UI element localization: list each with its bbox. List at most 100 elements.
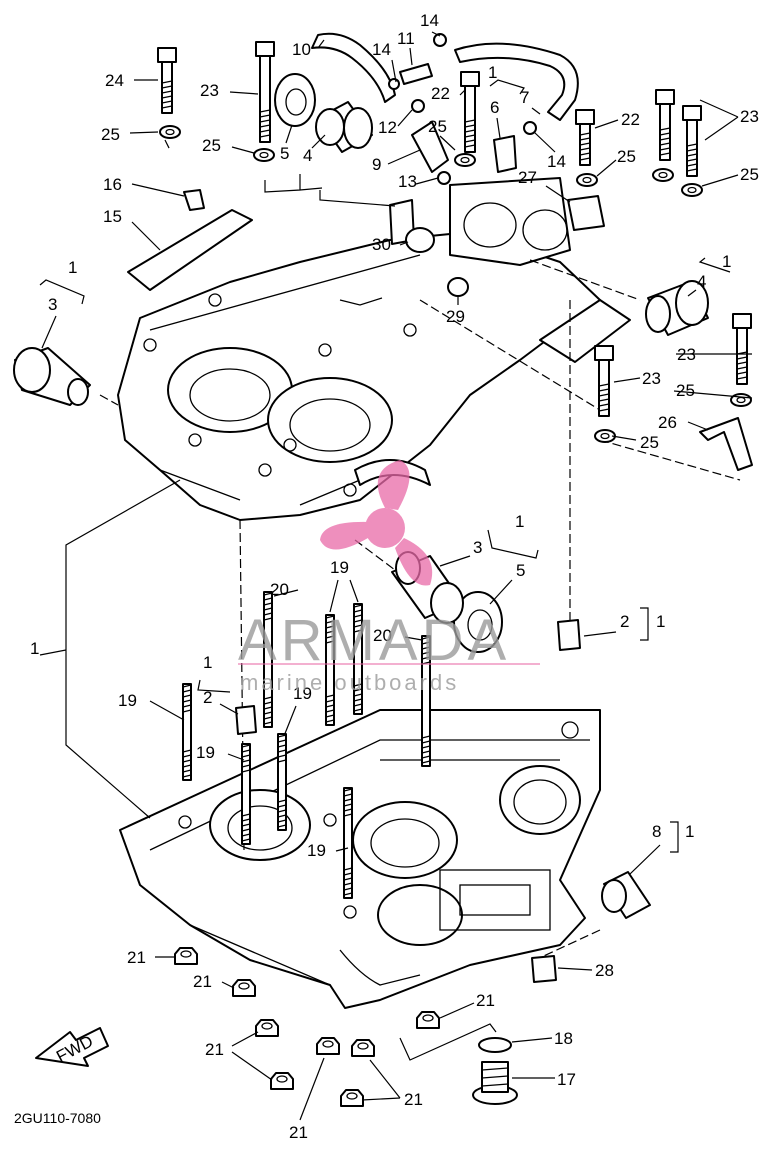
nut-21-a	[174, 947, 198, 965]
callout-3-29: 3	[48, 295, 57, 314]
callout-21-61: 21	[289, 1123, 308, 1142]
drawing-code: 2GU110-7080	[14, 1110, 101, 1126]
nut-21-f	[351, 1039, 375, 1057]
leader-line	[387, 149, 421, 165]
leader-line	[557, 967, 593, 971]
leader-line	[221, 981, 235, 989]
callout-4-30: 4	[697, 272, 706, 291]
part-17-drain-plug	[472, 1061, 518, 1105]
callout-23-33: 23	[642, 369, 661, 388]
fastener-hardware	[157, 41, 752, 1107]
callout-7-17: 7	[520, 88, 529, 107]
washer-25-b	[253, 148, 275, 162]
nut-21-g	[340, 1089, 364, 1107]
callout-14-9: 14	[420, 11, 439, 30]
bolt-23-mid	[594, 345, 614, 417]
callout-19-47: 19	[118, 691, 137, 710]
callout-18-59: 18	[554, 1029, 573, 1048]
callout-15-25: 15	[103, 207, 122, 226]
leader-line	[611, 435, 637, 441]
callout-10-6: 10	[292, 40, 311, 59]
bolt-23-top-right-a	[655, 89, 675, 161]
bolt-23-right	[732, 313, 752, 385]
part-14-ring-right	[523, 121, 537, 135]
callout-27-23: 27	[518, 168, 537, 187]
callout-28-54: 28	[595, 961, 614, 980]
callout-2-43: 2	[620, 612, 629, 631]
leader-line	[339, 297, 383, 306]
armada-propeller-logo	[320, 460, 433, 586]
leader-line	[39, 279, 85, 305]
leader-line	[439, 135, 456, 151]
leader-line	[629, 844, 661, 875]
callout-25-36: 25	[640, 433, 659, 452]
leader-line	[404, 636, 423, 641]
leader-line	[431, 31, 441, 37]
leader-line	[409, 47, 413, 66]
part-13-ring	[437, 171, 451, 185]
leader-line	[227, 753, 245, 761]
leader-line	[391, 59, 397, 83]
leader-line	[687, 289, 697, 297]
upper-crankcase	[117, 177, 631, 521]
stud-19-c	[277, 733, 287, 831]
callout-2-46: 2	[203, 688, 212, 707]
washer-25-e	[652, 168, 674, 182]
leader-line	[273, 589, 299, 597]
callout-3-38: 3	[473, 538, 482, 557]
stud-20-right	[421, 635, 431, 767]
nut-21-c	[255, 1019, 279, 1037]
callout-21-58: 21	[476, 991, 495, 1010]
fwd-arrow: FWD	[35, 1027, 109, 1067]
leader-line	[511, 1037, 553, 1043]
part-14-ring-left	[388, 78, 400, 90]
leader-line	[533, 131, 556, 153]
callout-1-16: 1	[488, 63, 497, 82]
washer-25-a	[159, 125, 181, 139]
callout-13-14: 13	[398, 172, 417, 191]
callout-30-26: 30	[372, 235, 391, 254]
callout-19-49: 19	[196, 743, 215, 762]
leader-line	[231, 1031, 273, 1081]
callout-21-55: 21	[127, 948, 146, 967]
part-28-cap	[531, 955, 557, 983]
callout-25-22: 25	[740, 165, 759, 184]
leader-line	[459, 89, 466, 96]
bolt-22-top	[460, 71, 480, 153]
callout-21-56: 21	[193, 972, 212, 991]
stud-19-a	[182, 683, 192, 781]
leader-line	[545, 185, 571, 203]
leader-line	[229, 91, 259, 95]
stud-20-left	[263, 591, 273, 728]
callout-23-21: 23	[740, 107, 759, 126]
leader-line	[583, 631, 617, 637]
part-18-washer	[478, 1037, 512, 1053]
leader-line	[361, 1059, 401, 1101]
callout-25-12: 25	[428, 117, 447, 136]
callout-11-8: 11	[397, 29, 415, 48]
leader-line	[640, 607, 649, 641]
part-12-ring	[411, 99, 425, 113]
callout-9-13: 9	[372, 155, 381, 174]
leader-line	[311, 134, 326, 149]
leader-line	[317, 39, 325, 49]
part-30-plug	[405, 227, 435, 253]
leader-line	[439, 555, 471, 567]
part-5-seal-top	[274, 73, 316, 127]
washer-25-h	[594, 429, 616, 443]
part-26-clip	[699, 417, 753, 471]
nut-21-e	[316, 1037, 340, 1055]
leader-line	[699, 99, 739, 141]
leader-line	[439, 1002, 475, 1019]
leader-line	[489, 579, 513, 605]
callout-25-2: 25	[101, 125, 120, 144]
stud-19-d	[325, 614, 335, 726]
part-7-hose	[454, 42, 579, 121]
nut-21-d	[270, 1072, 294, 1090]
part-2-dowel-right	[557, 619, 581, 651]
callout-1-45: 1	[203, 653, 212, 672]
callout-25-34: 25	[676, 381, 695, 400]
watermark-tagline: marine outboards	[240, 670, 459, 695]
callout-29-27: 29	[446, 307, 465, 326]
